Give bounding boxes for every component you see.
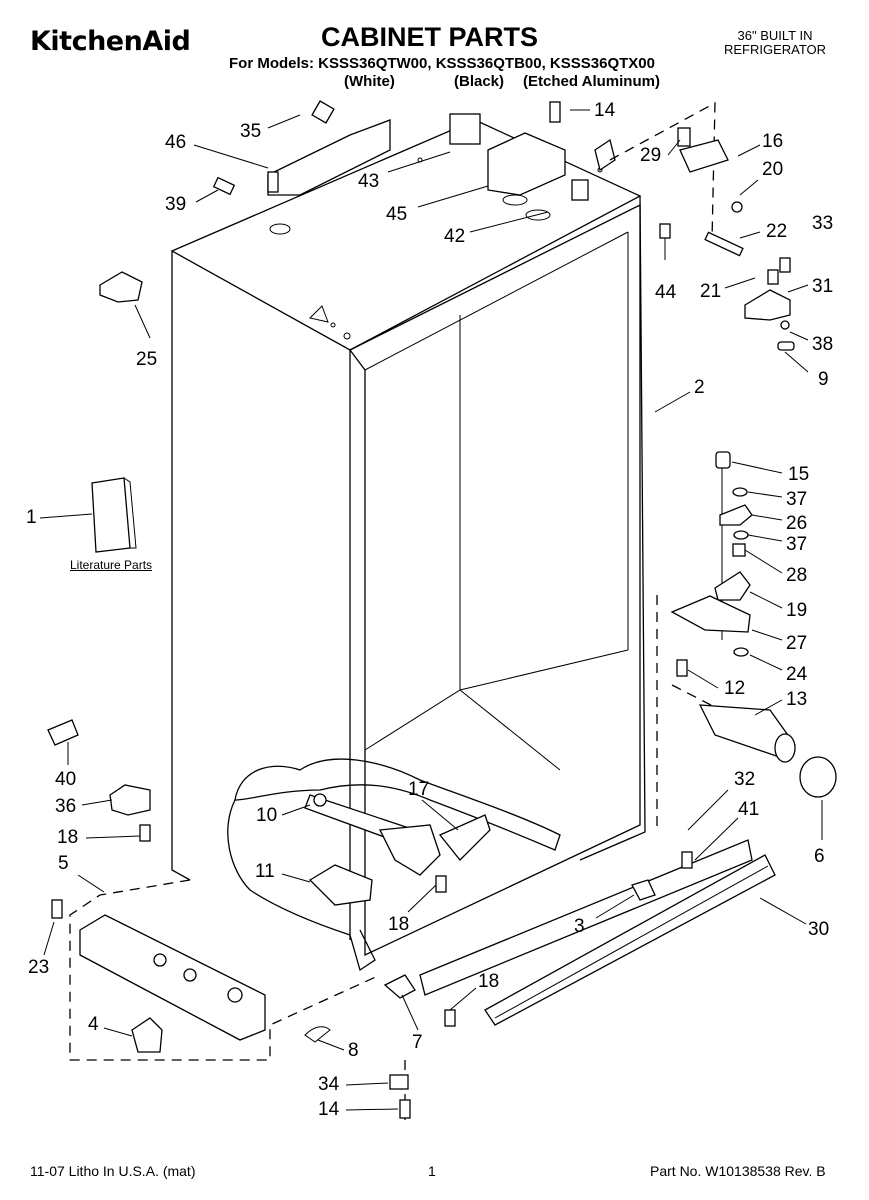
bracket-parts-43-45-42 — [449, 101, 616, 201]
wiring-harness-area — [227, 758, 561, 972]
base-frame-assembly — [51, 879, 381, 1061]
callout-13: 13 — [786, 689, 808, 710]
callout-6: 6 — [814, 846, 825, 867]
callout-18: 18 — [57, 827, 79, 848]
callout-42: 42 — [444, 226, 466, 247]
callout-44: 44 — [655, 282, 677, 303]
finish-aluminum-label: (Etched Aluminum) — [523, 73, 660, 90]
callout-24: 24 — [786, 664, 808, 685]
callout-27: 27 — [786, 633, 808, 654]
callout-18: 18 — [478, 971, 500, 992]
callout-20: 20 — [762, 159, 784, 180]
brand-logo: KitchenAid — [30, 26, 191, 57]
callout-37: 37 — [786, 534, 808, 555]
callout-9: 9 — [818, 369, 829, 390]
callout-5: 5 — [58, 853, 69, 874]
top-hinge-parts — [609, 101, 795, 351]
product-type-line2: REFRIGERATOR — [723, 42, 827, 57]
callout-31: 31 — [812, 276, 834, 297]
callout-3: 3 — [574, 916, 585, 937]
callout-1: 1 — [26, 507, 37, 528]
callout-29: 29 — [640, 145, 662, 166]
callout-43: 43 — [358, 171, 380, 192]
callout-21: 21 — [700, 281, 722, 302]
callout-26: 26 — [786, 513, 808, 534]
callout-39: 39 — [165, 194, 187, 215]
callout-33: 33 — [812, 213, 834, 234]
footer-part-number: Part No. W10138538 Rev. B — [650, 1163, 826, 1179]
callout-15: 15 — [788, 464, 810, 485]
callout-45: 45 — [386, 204, 408, 225]
callout-2: 2 — [694, 377, 705, 398]
callout-10: 10 — [256, 805, 278, 826]
callout-30: 30 — [808, 919, 830, 940]
water-filter-housing — [656, 595, 837, 830]
callout-37: 37 — [786, 489, 808, 510]
finish-white-label: (White) — [344, 73, 395, 90]
left-small-parts — [47, 719, 151, 842]
callout-4: 4 — [88, 1014, 99, 1035]
callout-46: 46 — [165, 132, 187, 153]
callout-38: 38 — [812, 334, 834, 355]
grille-and-kickplate — [383, 839, 776, 1027]
callout-19: 19 — [786, 600, 808, 621]
callout-leaders — [39, 109, 823, 1111]
lower-hinge-stack — [670, 451, 753, 677]
models-line: For Models: KSSS36QTW00, KSSS36QTB00, KS… — [229, 55, 655, 72]
callout-8: 8 — [348, 1040, 359, 1061]
footer-page-number: 1 — [428, 1163, 436, 1179]
product-type: 36" BUILT IN REFRIGERATOR — [690, 29, 860, 57]
callout-7: 7 — [412, 1032, 423, 1053]
product-type-line1: 36" BUILT IN — [737, 28, 813, 43]
callout-28: 28 — [786, 565, 808, 586]
callout-25: 25 — [136, 349, 158, 370]
bottom-small-parts — [389, 1060, 411, 1120]
callout-41: 41 — [738, 799, 760, 820]
callout-18: 18 — [388, 914, 410, 935]
callout-12: 12 — [724, 678, 746, 699]
top-bracket-part — [212, 100, 391, 196]
callout-23: 23 — [28, 957, 50, 978]
finish-black-label: (Black) — [454, 73, 505, 90]
cabinet-shell — [170, 119, 646, 957]
callout-34: 34 — [318, 1074, 340, 1095]
footer-litho: 11-07 Litho In U.S.A. (mat) — [30, 1163, 196, 1179]
callout-40: 40 — [55, 769, 77, 790]
callout-22: 22 — [766, 221, 788, 242]
part-25 — [99, 271, 143, 303]
callout-17: 17 — [408, 779, 430, 800]
callout-14: 14 — [318, 1099, 340, 1120]
literature-parts-label: Literature Parts — [70, 558, 153, 572]
literature-booklet — [91, 477, 137, 553]
callout-35: 35 — [240, 121, 262, 142]
callout-36: 36 — [55, 796, 77, 817]
callout-16: 16 — [762, 131, 784, 152]
callout-32: 32 — [734, 769, 756, 790]
callout-14: 14 — [594, 100, 616, 121]
page-title: CABINET PARTS — [321, 22, 539, 52]
callout-11: 11 — [255, 861, 275, 882]
